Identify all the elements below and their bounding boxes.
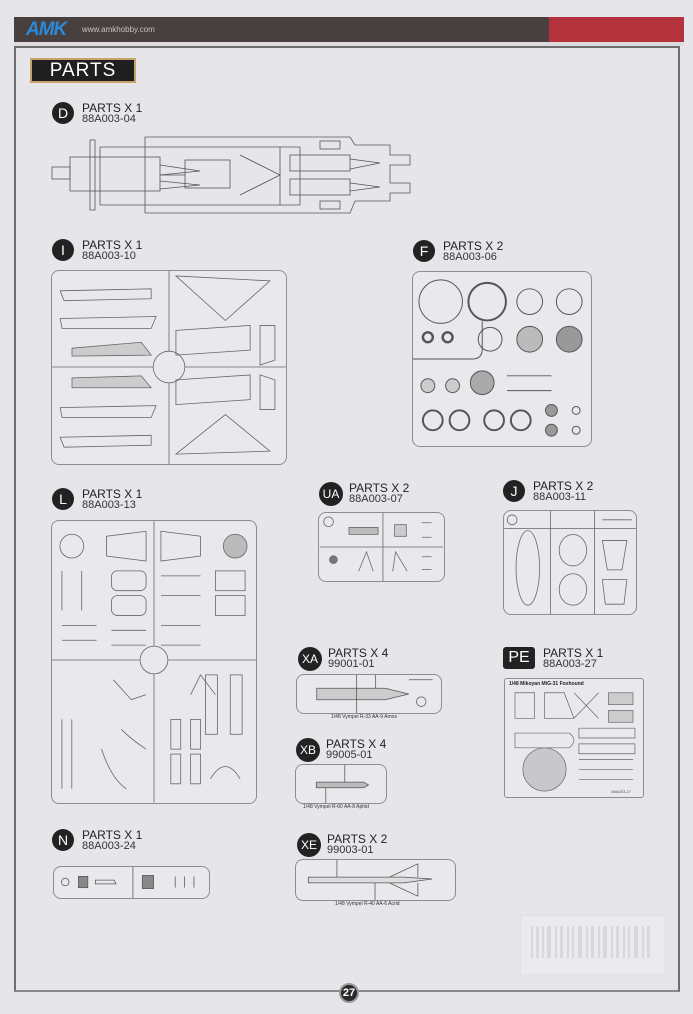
- parts-count: PARTS X 2: [443, 239, 504, 253]
- sprue-badge-xa: XA: [298, 647, 322, 671]
- part-code: 88A003-10: [82, 250, 136, 262]
- sprue-l-drawing: [52, 521, 256, 803]
- part-code: 99003-01: [327, 844, 374, 856]
- part-code: 88A003-07: [349, 493, 403, 505]
- sprue-ua-drawing: [319, 513, 444, 581]
- header-accent-wedge: [547, 17, 574, 42]
- sprue-caption-xe: 1/48 Vympel R-40 AA-6 Acrid: [335, 901, 400, 907]
- sprue-caption-xa: 1/48 Vympel R-33 AA-9 Amos: [331, 714, 397, 720]
- part-code: 88A003-24: [82, 840, 136, 852]
- sprue-badge-xb: XB: [296, 738, 320, 762]
- frame-strip: [14, 42, 684, 46]
- parts-count: PARTS X 1: [543, 646, 604, 660]
- pe-fret: 1/48 Mikoyan MiG-31 Foxhound 88A003-27: [504, 678, 644, 798]
- sprue-f-drawing: [413, 279, 583, 437]
- part-code: 88A003-04: [82, 113, 136, 125]
- parts-count: PARTS X 2: [349, 481, 410, 495]
- page-number: 27: [339, 983, 359, 1003]
- part-code: 88A003-13: [82, 499, 136, 511]
- parts-count: PARTS X 4: [326, 737, 387, 751]
- barcode: [520, 915, 666, 975]
- sprue-xb-drawing: [315, 765, 370, 803]
- parts-count: PARTS X 1: [82, 101, 143, 115]
- sprue-badge-xe: XE: [297, 833, 321, 857]
- header-bar: AMK www.amkhobby.com: [14, 17, 684, 42]
- sprue-n: [53, 866, 210, 899]
- sprue-badge-n: N: [52, 829, 74, 851]
- sprue-j: [503, 510, 637, 615]
- sprue-xa: [296, 674, 442, 714]
- sprue-f: [412, 271, 592, 447]
- parts-count: PARTS X 2: [533, 479, 594, 493]
- website-url: www.amkhobby.com: [82, 25, 155, 34]
- sprue-xe-drawing: [307, 860, 433, 900]
- parts-count: PARTS X 1: [82, 828, 143, 842]
- pe-fret-code: 88A003-27: [611, 789, 631, 794]
- sprue-badge-f: F: [413, 240, 435, 262]
- parts-count: PARTS X 2: [327, 832, 388, 846]
- sprue-l: [51, 520, 257, 804]
- part-code: 88A003-06: [443, 251, 497, 263]
- sprue-ua: [318, 512, 445, 582]
- sprue-xe: [295, 859, 456, 901]
- amk-logo: AMK: [26, 19, 67, 40]
- sprue-xb: [295, 764, 387, 804]
- sprue-caption-xb: 1/48 Vympel R-60 AA-8 Aphid: [303, 804, 369, 810]
- sprue-n-drawing: [61, 867, 195, 898]
- pe-fret-drawing: [514, 692, 636, 792]
- part-code: 88A003-27: [543, 658, 597, 670]
- sprue-i: [51, 270, 287, 465]
- parts-count: PARTS X 4: [328, 646, 389, 660]
- parts-count: PARTS X 1: [82, 238, 143, 252]
- pe-fret-title: 1/48 Mikoyan MiG-31 Foxhound: [509, 681, 584, 687]
- part-code: 88A003-11: [533, 491, 587, 503]
- part-code: 99001-01: [328, 658, 375, 670]
- sprue-badge-ua: UA: [319, 482, 343, 506]
- sprue-badge-j: J: [503, 480, 525, 502]
- sprue-j-drawing: [504, 511, 636, 614]
- sprue-badge-pe: PE: [503, 647, 535, 669]
- sprue-xa-drawing: [316, 675, 433, 713]
- part-code: 99005-01: [326, 749, 373, 761]
- sprue-badge-d: D: [52, 102, 74, 124]
- fuselage-part-d: [50, 135, 412, 217]
- sprue-badge-l: L: [52, 488, 74, 510]
- fuselage-drawing: [51, 136, 411, 214]
- sprue-i-drawing: [52, 271, 286, 464]
- parts-count: PARTS X 1: [82, 487, 143, 501]
- sprue-badge-i: I: [52, 239, 74, 261]
- page-title: PARTS: [30, 58, 136, 83]
